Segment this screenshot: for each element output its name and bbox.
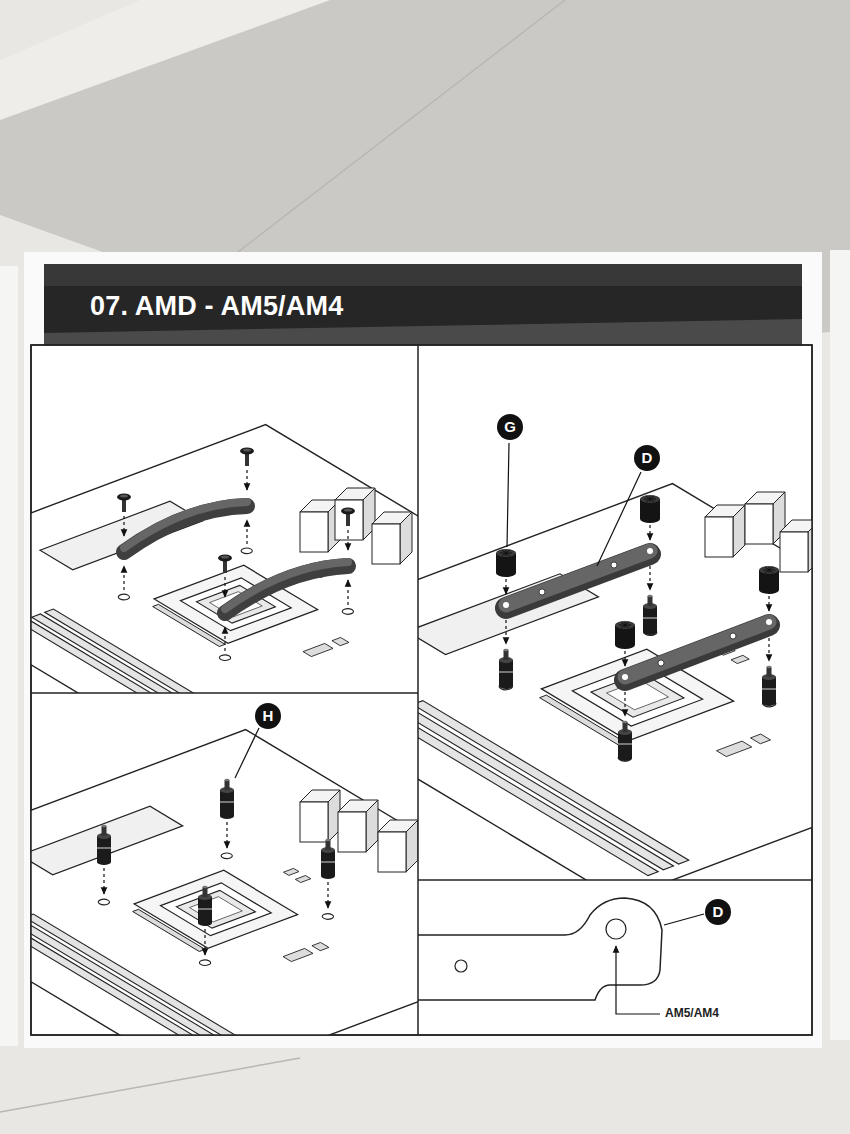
panel-bar-mount [780, 520, 812, 572]
panel-bar-mount [649, 566, 650, 590]
panel-bracket-removal [246, 520, 247, 544]
panel-bar-mount [643, 595, 657, 635]
panel-bar-mount [503, 602, 509, 608]
callout-letter: D [705, 899, 731, 925]
panel-bar-mount [611, 562, 617, 568]
panel-standoff-install [198, 886, 212, 926]
panel-bracket-removal [225, 562, 348, 609]
floor-background [225, 0, 565, 262]
panel-dividers [31, 345, 812, 1035]
panel-bar-mount [658, 660, 664, 666]
manual-card [44, 319, 802, 345]
panel-bracket-removal [341, 508, 355, 527]
panel-bar-mount [745, 492, 785, 544]
panel-bar-mount [615, 621, 635, 649]
panel-standoff-install [300, 790, 340, 842]
panel-standoff-install [31, 728, 418, 1035]
panel-bar-mount [496, 549, 516, 577]
panel-bar-mount [762, 666, 776, 706]
panel-bar-mount [418, 484, 812, 880]
panel-standoff-install [226, 822, 227, 848]
panel-bracket-removal [117, 494, 131, 513]
panel-bar-detail [418, 898, 662, 1000]
panel-bracket-removal [224, 577, 225, 597]
panel-bar-mount [640, 495, 660, 523]
panel-bracket-removal [123, 566, 124, 590]
panel-bracket-removal [218, 555, 232, 574]
panel-bar-mount [624, 692, 625, 716]
panel-bar-mount [768, 596, 769, 611]
panel-bar-mount [624, 651, 625, 666]
panel-bar-mount [505, 620, 506, 644]
panel-standoff-install [338, 800, 378, 852]
panel-standoff-install [235, 728, 259, 778]
panel-bar-mount [759, 566, 779, 594]
panel-bar-mount [418, 443, 812, 880]
manual-card [0, 266, 18, 1046]
panel-bar-mount [618, 721, 632, 761]
panel-bracket-removal [335, 488, 375, 540]
panel-bracket-removal [31, 425, 418, 693]
panel-bar-detail [616, 946, 660, 1014]
panel-bar-detail [455, 960, 467, 972]
floor-background [0, 1058, 300, 1112]
manual-card [44, 264, 802, 345]
panel-bar-detail [664, 914, 704, 925]
panel-standoff-install [97, 825, 111, 865]
panel-bar-mount [506, 551, 650, 605]
panel-bar-mount [499, 649, 513, 689]
callout-letter: D [634, 445, 660, 471]
panel-dividers [417, 345, 419, 1035]
panel-standoff-install [327, 882, 328, 908]
panel-bracket-removal [347, 580, 348, 605]
panel-bracket-removal [31, 425, 418, 693]
panel-dividers [418, 879, 812, 881]
panel-bar-mount [539, 589, 545, 595]
panel-bar-mount [730, 633, 736, 639]
panel-bar-mount [768, 638, 769, 661]
panel-bar-mount [507, 443, 509, 547]
manual-card [830, 250, 850, 1040]
panel-bracket-removal [224, 627, 225, 651]
panel-bar-mount [647, 548, 653, 554]
panel-bracket-removal [124, 502, 247, 548]
panel-bracket-removal [240, 448, 254, 467]
panel-bar-mount [505, 579, 506, 594]
panel-bracket-removal [123, 516, 124, 536]
panel-standoff-install [31, 730, 418, 1035]
panel-bar-mount [625, 622, 769, 677]
panel-standoff-install [103, 868, 104, 894]
panel-bracket-removal [372, 512, 412, 564]
callout-letter: G [497, 414, 523, 440]
socket-label: AM5/AM4 [664, 1006, 720, 1020]
panel-bar-mount [705, 505, 745, 557]
panel-standoff-install [204, 929, 205, 955]
floor-background [0, 0, 850, 370]
panel-bracket-removal [347, 530, 348, 550]
panel-dividers [31, 692, 418, 694]
panel-bar-mount [597, 472, 641, 566]
panel-bar-detail [606, 919, 626, 939]
panel-bar-mount [622, 674, 628, 680]
panel-bar-detail [418, 898, 704, 1014]
panel-dividers [31, 345, 812, 1035]
panel-bracket-removal [246, 470, 247, 490]
manual-card [44, 264, 802, 286]
panel-standoff-install [321, 839, 335, 879]
floor-background [0, 0, 330, 120]
callout-letter: H [255, 703, 281, 729]
panel-bar-mount [649, 525, 650, 540]
panel-bracket-removal [300, 500, 340, 552]
panel-standoff-install [220, 779, 234, 819]
step-title: 07. AMD - AM5/AM4 [90, 291, 343, 322]
panel-bar-mount [766, 619, 772, 625]
panel-standoff-install [378, 820, 418, 872]
